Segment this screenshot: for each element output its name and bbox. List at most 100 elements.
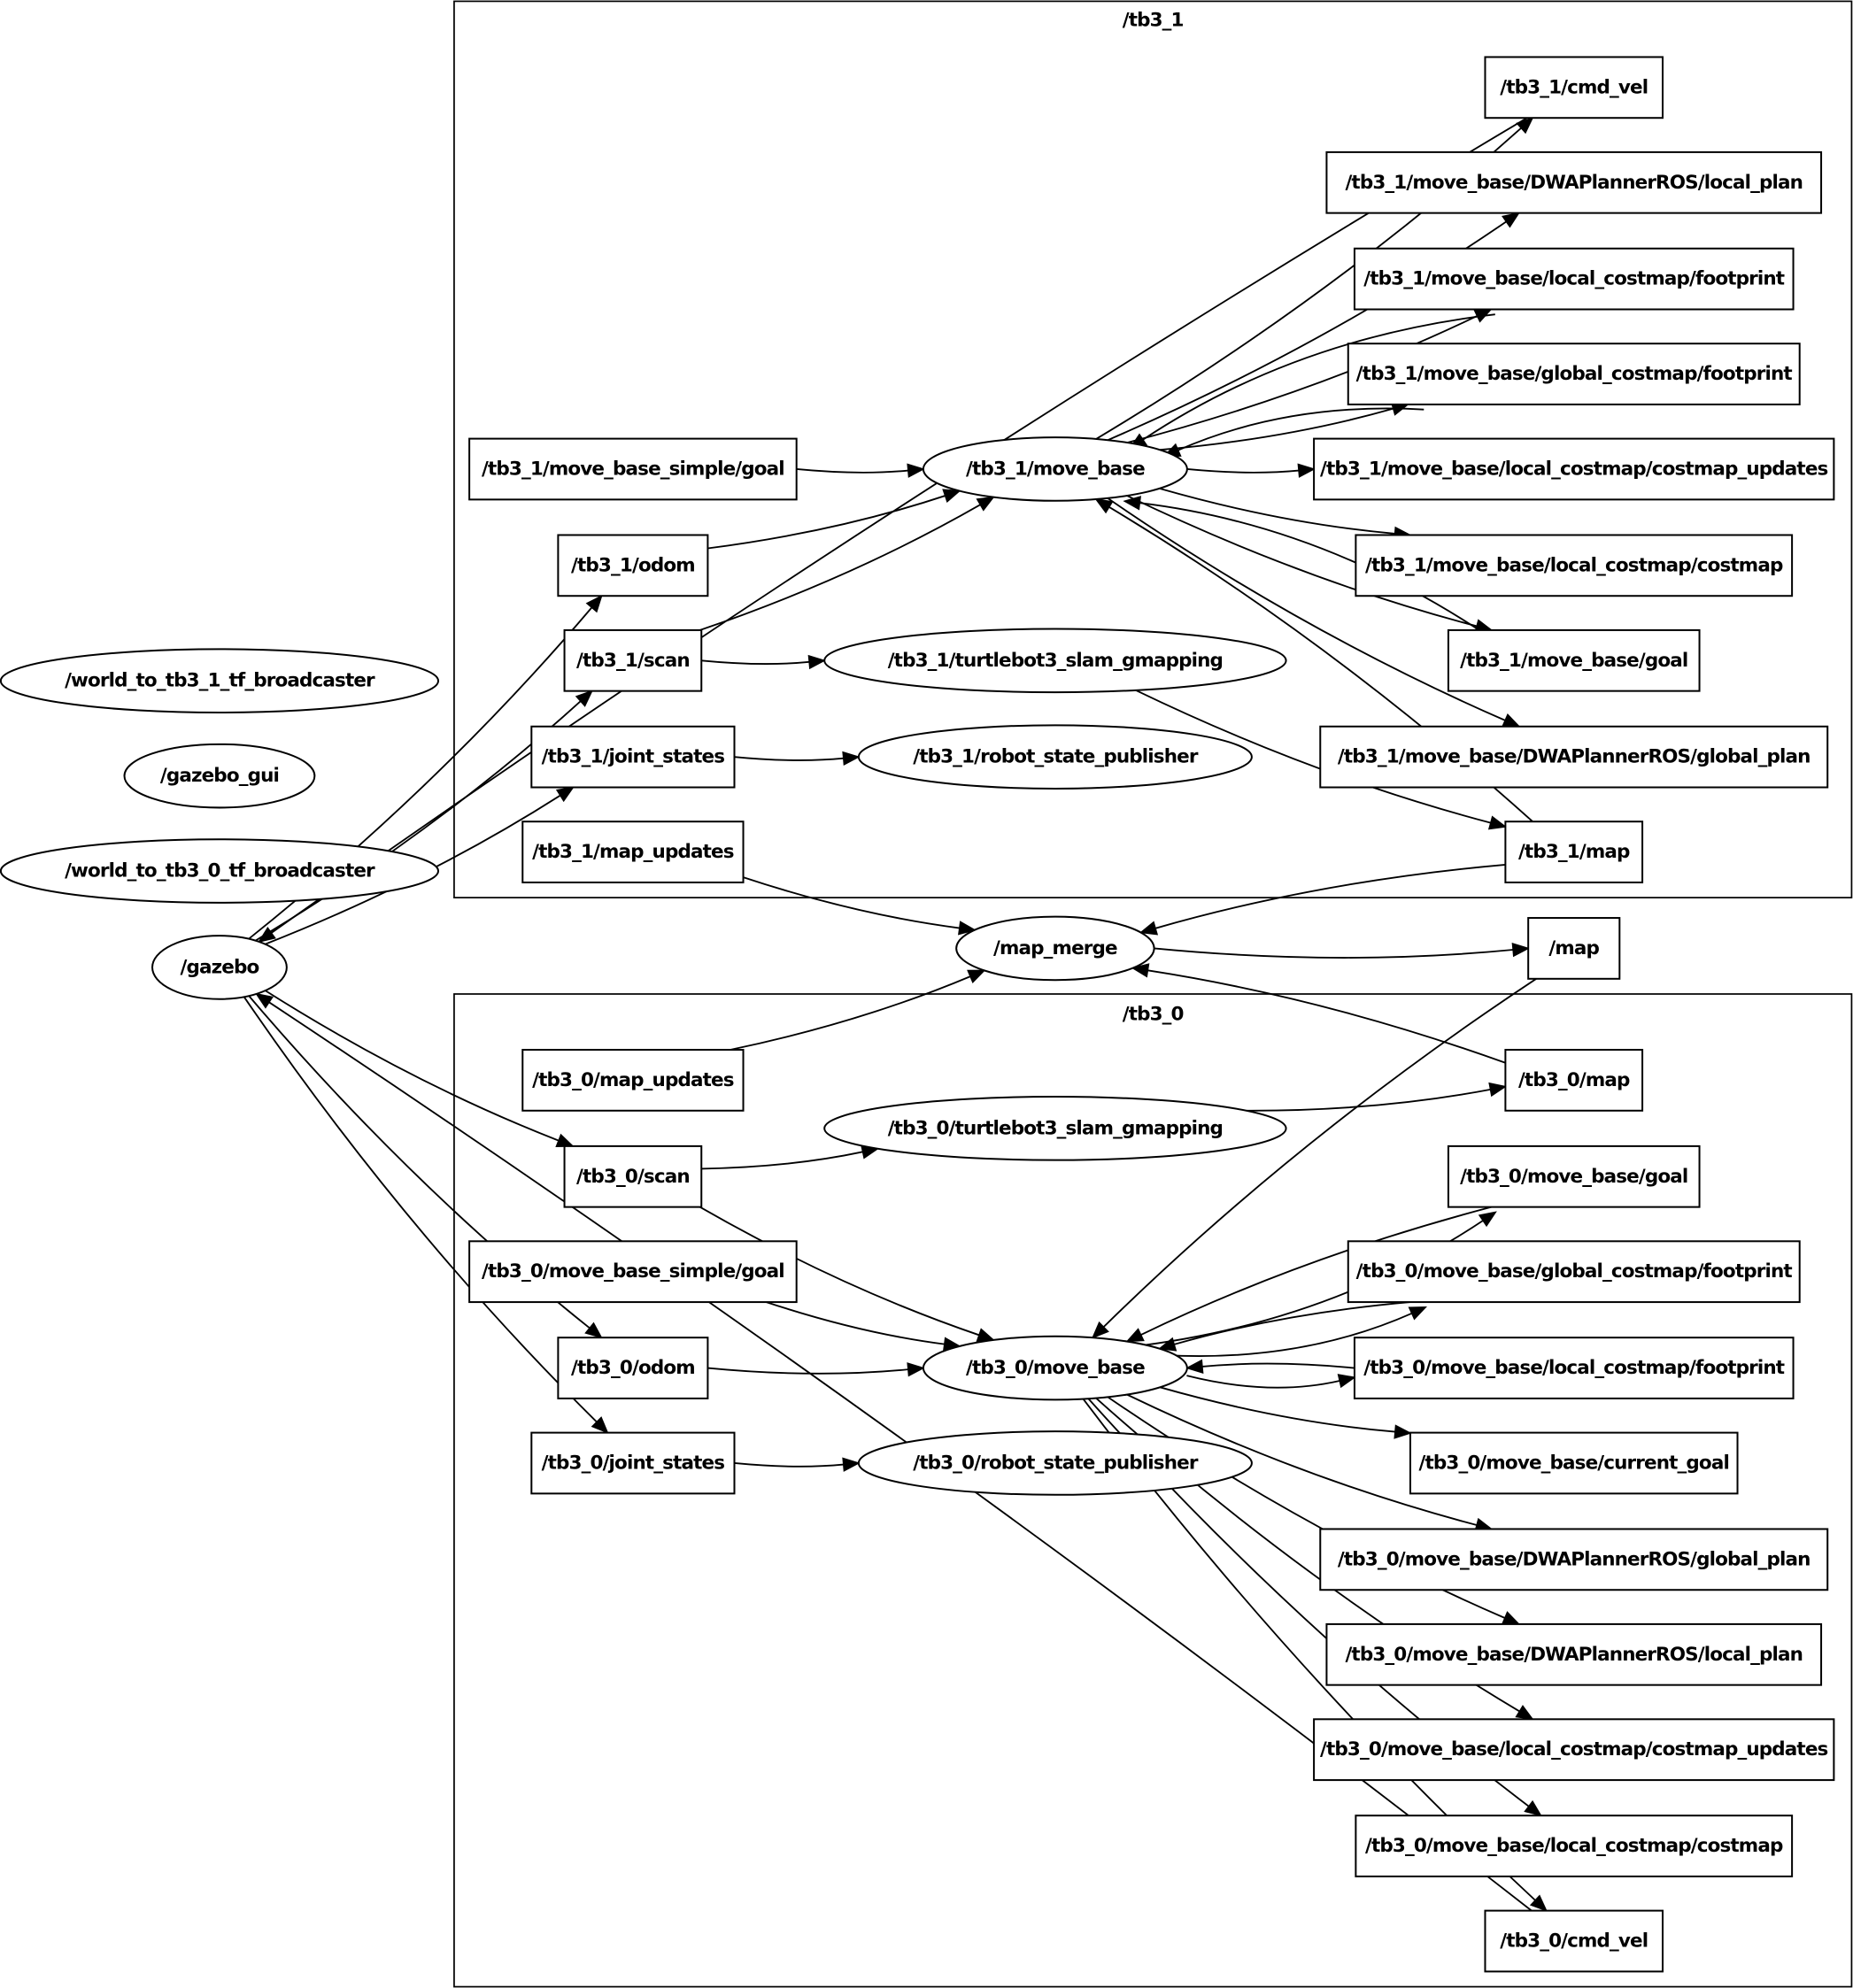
ros-topic-t1-global-plan[interactable]: /tb3_1/move_base/DWAPlannerROS/global_pl… — [1319, 725, 1829, 789]
ros-topic-t1-cmd-vel[interactable]: /tb3_1/cmd_vel — [1484, 56, 1664, 119]
edge-t0_gmapping-to-t0_map — [1246, 1088, 1491, 1112]
ros-topic-t1-costmap-updates[interactable]: /tb3_1/move_base/local_costmap/costmap_u… — [1313, 437, 1835, 501]
ros-topic-t0-joint-states[interactable]: /tb3_0/joint_states — [530, 1431, 736, 1495]
ros-node-t1-gmapping[interactable]: /tb3_1/turtlebot3_slam_gmapping — [823, 628, 1287, 694]
cluster-label: /tb3_0 — [1123, 1003, 1184, 1025]
node-label: /tb3_0/turtlebot3_slam_gmapping — [888, 1117, 1223, 1139]
ros-topic-t0-gc-footprint[interactable]: /tb3_0/move_base/global_costmap/footprin… — [1347, 1240, 1801, 1304]
ros-topic-t1-gc-footprint[interactable]: /tb3_1/move_base/global_costmap/footprin… — [1347, 343, 1801, 405]
ros-topic-map[interactable]: /map — [1527, 917, 1621, 980]
ros-node-t1-move-base[interactable]: /tb3_1/move_base — [922, 436, 1188, 502]
ros-topic-t1-joint-states[interactable]: /tb3_1/joint_states — [530, 725, 736, 789]
node-label: /tb3_0/joint_states — [542, 1452, 725, 1474]
ros-topic-t0-scan[interactable]: /tb3_0/scan — [563, 1144, 703, 1208]
node-label: /tb3_0/move_base/global_costmap/footprin… — [1356, 1260, 1793, 1283]
ros-topic-t0-map[interactable]: /tb3_0/map — [1504, 1049, 1644, 1112]
ros-topic-t1-costmap[interactable]: /tb3_1/move_base/local_costmap/costmap — [1355, 534, 1794, 597]
node-label: /tb3_0/move_base/current_goal — [1419, 1452, 1729, 1474]
ros-topic-t1-scan[interactable]: /tb3_1/scan — [563, 628, 703, 692]
node-label: /tb3_1/move_base/local_costmap/costmap_u… — [1320, 458, 1827, 480]
ros-topic-t1-goal[interactable]: /tb3_1/move_base/goal — [1447, 628, 1701, 692]
node-label: /tb3_0/cmd_vel — [1500, 1930, 1648, 1953]
edge-t0_scan-to-t0_move_base — [699, 1206, 980, 1337]
node-ellipse — [857, 724, 1253, 790]
ros-node-t0-move-base[interactable]: /tb3_0/move_base — [922, 1335, 1188, 1401]
ros-node-map-merge[interactable]: /map_merge — [955, 915, 1155, 982]
ros-node-t0-gmapping[interactable]: /tb3_0/turtlebot3_slam_gmapping — [823, 1096, 1287, 1161]
node-label: /tb3_0/move_base/local_costmap/costmap — [1365, 1835, 1783, 1857]
ros-node-t0-rsp[interactable]: /tb3_0/robot_state_publisher — [857, 1430, 1253, 1496]
topic-box — [1447, 1144, 1701, 1208]
edge-t1_simple_goal-to-t1_move_base — [796, 468, 908, 474]
ros-topic-t0-costmap[interactable]: /tb3_0/move_base/local_costmap/costmap — [1355, 1815, 1794, 1877]
node-label: /tb3_0/move_base/local_costmap/footprint — [1363, 1357, 1785, 1379]
ros-topic-t0-local-plan[interactable]: /tb3_0/move_base/DWAPlannerROS/local_pla… — [1325, 1622, 1823, 1686]
arrowhead — [1157, 1337, 1177, 1352]
topic-box — [1319, 1528, 1829, 1591]
cluster-label: /tb3_1 — [1123, 9, 1184, 31]
edge-t0_move_base-to-t0_local_plan — [1107, 1396, 1506, 1619]
node-label: /map — [1548, 937, 1599, 959]
ros-topic-t0-odom[interactable]: /tb3_0/odom — [557, 1337, 709, 1399]
ros-topic-t1-map[interactable]: /tb3_1/map — [1504, 821, 1644, 883]
node-label: /tb3_1/odom — [571, 554, 695, 576]
ros-topic-t1-local-plan[interactable]: /tb3_1/move_base/DWAPlannerROS/local_pla… — [1325, 150, 1823, 214]
edge-t0_move_base-to-t0_lc_footprint — [1186, 1375, 1340, 1389]
node-label: /tb3_0/scan — [576, 1166, 690, 1188]
ros-topic-t1-simple-goal[interactable]: /tb3_1/move_base_simple/goal — [468, 437, 798, 501]
ros-topic-t0-costmap-updates[interactable]: /tb3_0/move_base/local_costmap/costmap_u… — [1313, 1718, 1835, 1782]
node-ellipse — [857, 1430, 1253, 1496]
node-label: /tb3_0/move_base/DWAPlannerROS/global_pl… — [1338, 1548, 1811, 1570]
edge-gazebo-to-t0_scan — [265, 990, 560, 1142]
topic-box — [1319, 725, 1829, 789]
topic-box — [1527, 917, 1621, 980]
topic-box — [530, 1431, 736, 1495]
node-label: /tb3_1/move_base/goal — [1460, 650, 1687, 672]
node-label: /tb3_0/move_base/local_costmap/costmap_u… — [1320, 1738, 1827, 1761]
arrowhead — [1515, 1705, 1534, 1721]
topic-box — [468, 1240, 798, 1304]
edge-t0_move_base-to-t0_current_goal — [1160, 1386, 1395, 1433]
edge-map-to-t0_move_base — [1102, 978, 1537, 1328]
node-label: /world_to_tb3_0_tf_broadcaster — [65, 860, 375, 882]
ros-topic-t0-simple-goal[interactable]: /tb3_0/move_base_simple/goal — [468, 1240, 798, 1304]
ros-node-gazebo-gui[interactable]: /gazebo_gui — [123, 743, 316, 809]
arrowhead — [1502, 713, 1521, 728]
node-label: /tb3_1/map_updates — [532, 841, 734, 863]
ros-node-world-tf1[interactable]: /world_to_tb3_1_tf_broadcaster — [0, 648, 439, 713]
node-label: /tb3_0/move_base/DWAPlannerROS/local_pla… — [1345, 1644, 1803, 1666]
edge-gazebo-to-t0_joint_states — [243, 996, 598, 1423]
ros-topic-t0-goal[interactable]: /tb3_0/move_base/goal — [1447, 1144, 1701, 1208]
node-label: /tb3_1/move_base_simple/goal — [482, 458, 784, 480]
arrowhead — [255, 992, 274, 1009]
cluster-tb3-1 — [453, 0, 1853, 898]
topic-box — [1353, 247, 1795, 311]
arrowhead — [842, 751, 861, 767]
node-ellipse — [922, 436, 1188, 502]
topic-box — [1355, 534, 1794, 597]
ros-topic-t0-global-plan[interactable]: /tb3_0/move_base/DWAPlannerROS/global_pl… — [1319, 1528, 1829, 1591]
topic-box — [563, 1144, 703, 1208]
topic-box — [1313, 437, 1835, 501]
ros-node-t1-rsp[interactable]: /tb3_1/robot_state_publisher — [857, 724, 1253, 790]
ros-topic-t0-current-goal[interactable]: /tb3_0/move_base/current_goal — [1409, 1431, 1739, 1495]
node-label: /tb3_0/move_base_simple/goal — [482, 1260, 784, 1283]
ros-topic-t1-lc-footprint[interactable]: /tb3_1/move_base/local_costmap/footprint — [1353, 247, 1795, 311]
topic-box — [521, 821, 745, 883]
node-ellipse — [0, 648, 439, 713]
edge-t0_gc_footprint-to-t0_move_base — [1173, 1301, 1410, 1345]
topic-box — [563, 628, 703, 692]
arrowhead — [1394, 1424, 1412, 1439]
ros-node-gazebo[interactable]: /gazebo — [151, 935, 288, 1000]
edge-t1_scan-to-t1_gmapping — [701, 659, 810, 666]
ros-topic-t1-odom[interactable]: /tb3_1/odom — [557, 534, 709, 597]
node-label: /map_merge — [993, 937, 1117, 959]
ros-topic-t0-lc-footprint[interactable]: /tb3_0/move_base/local_costmap/footprint — [1353, 1337, 1795, 1399]
ros-node-world-tf0[interactable]: /world_to_tb3_0_tf_broadcaster — [0, 838, 439, 904]
arrowhead — [1185, 1359, 1204, 1374]
topic-box — [1353, 1337, 1795, 1399]
topic-box — [1355, 1815, 1794, 1877]
ros-topic-t0-cmd-vel[interactable]: /tb3_0/cmd_vel — [1484, 1909, 1664, 1973]
ros-topic-t1-map-updates[interactable]: /tb3_1/map_updates — [521, 821, 745, 883]
ros-topic-t0-map-updates[interactable]: /tb3_0/map_updates — [521, 1049, 745, 1112]
